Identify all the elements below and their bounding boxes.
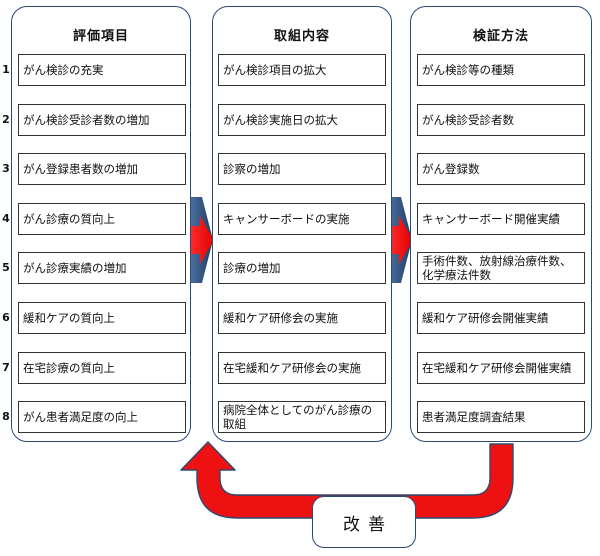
item-box: 診療の増加 [218,252,386,285]
column-title: 評価項目 [72,29,129,44]
item-box: がん検診項目の拡大 [218,54,386,86]
row-number: 4 [2,211,10,225]
item-box: 在宅緩和ケア研修会の実施 [218,351,386,384]
item-box: がん検診実施日の拡大 [218,103,386,136]
column-title: 検証方法 [472,29,529,44]
feedback-arrow [180,441,514,519]
item-box: 診察の増加 [218,153,386,186]
item-box: がん検診等の種類 [417,54,585,86]
flow-arrow-left-red [191,216,214,264]
row-number: 3 [2,162,10,176]
item-box: 緩和ケア研修会開催実績 [417,302,585,334]
row-number: 2 [2,112,10,126]
column-title: 取組内容 [273,29,330,44]
item-box: がん検診の充実 [18,54,186,86]
flow-arrow-right-red [390,216,413,264]
item-box: がん診療の質向上 [18,202,186,235]
item-box: 患者満足度調査結果 [417,401,585,434]
item-box: 病院全体としてのがん診療の取組 [218,401,386,434]
item-box: がん検診受診者数の増加 [18,103,186,136]
row-number: 6 [2,311,10,324]
row-number: 1 [2,63,10,76]
item-box: 手術件数、放射線治療件数、化学療法件数 [417,252,585,285]
item-box: がん登録患者数の増加 [18,153,186,186]
item-box: キャンサーボードの実施 [218,202,386,235]
item-box: がん登録数 [417,153,585,186]
row-number: 8 [2,410,10,424]
row-number: 7 [2,360,10,374]
item-box: がん検診受診者数 [417,103,585,136]
row-number: 5 [2,261,10,275]
item-box: 在宅診療の質向上 [18,351,186,384]
item-box: がん患者満足度の向上 [18,401,186,434]
item-box: 緩和ケアの質向上 [18,302,186,334]
item-box: 緩和ケア研修会の実施 [218,302,386,334]
item-box: がん診療実績の増加 [18,252,186,285]
item-box: 在宅緩和ケア研修会開催実績 [417,351,585,384]
item-box: キャンサーボード開催実績 [417,202,585,235]
improvement-label: 改善 [312,496,416,548]
